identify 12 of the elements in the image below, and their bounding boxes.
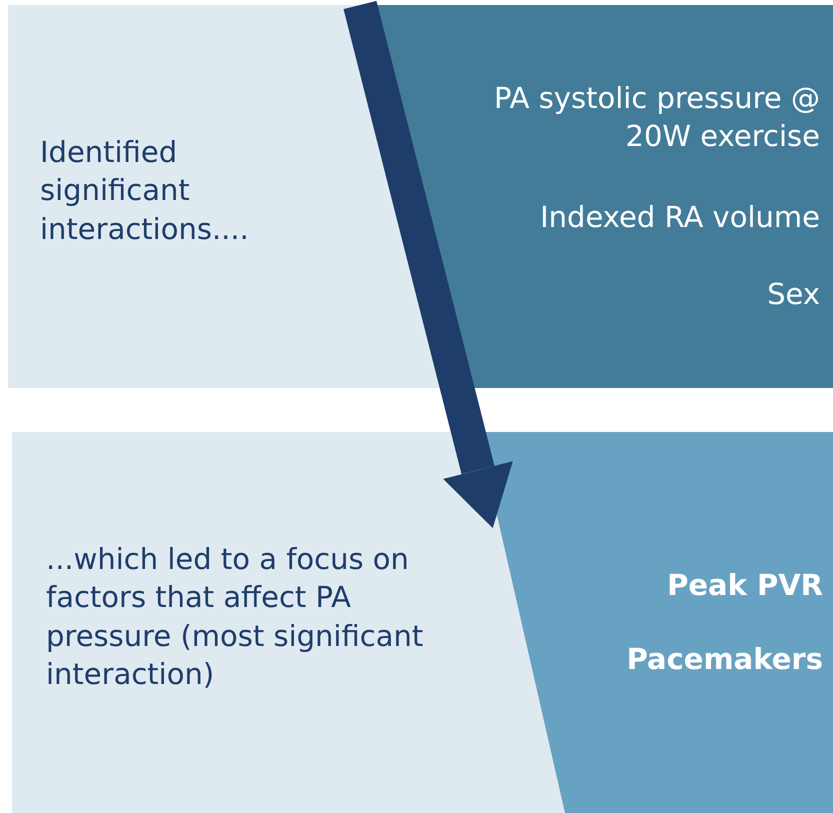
- panel-text: Pacemakers: [626, 641, 823, 678]
- panel-text: Indexed RA volume: [539, 199, 820, 236]
- panel: [8, 5, 338, 388]
- panel-text: PA systolic pressure @ 20W exercise: [493, 80, 820, 156]
- panel-text: Identified significant interactions....: [40, 134, 250, 248]
- panel: [338, 5, 833, 388]
- panel: [440, 432, 833, 813]
- arrow: [344, 0, 513, 528]
- panel-text: Peak PVR: [666, 567, 823, 604]
- panel-text: Sex: [766, 276, 820, 313]
- panel-text: ...which led to a focus on factors that affect PA pressure (most significant interaction): [46, 541, 424, 693]
- panel: [12, 432, 440, 813]
